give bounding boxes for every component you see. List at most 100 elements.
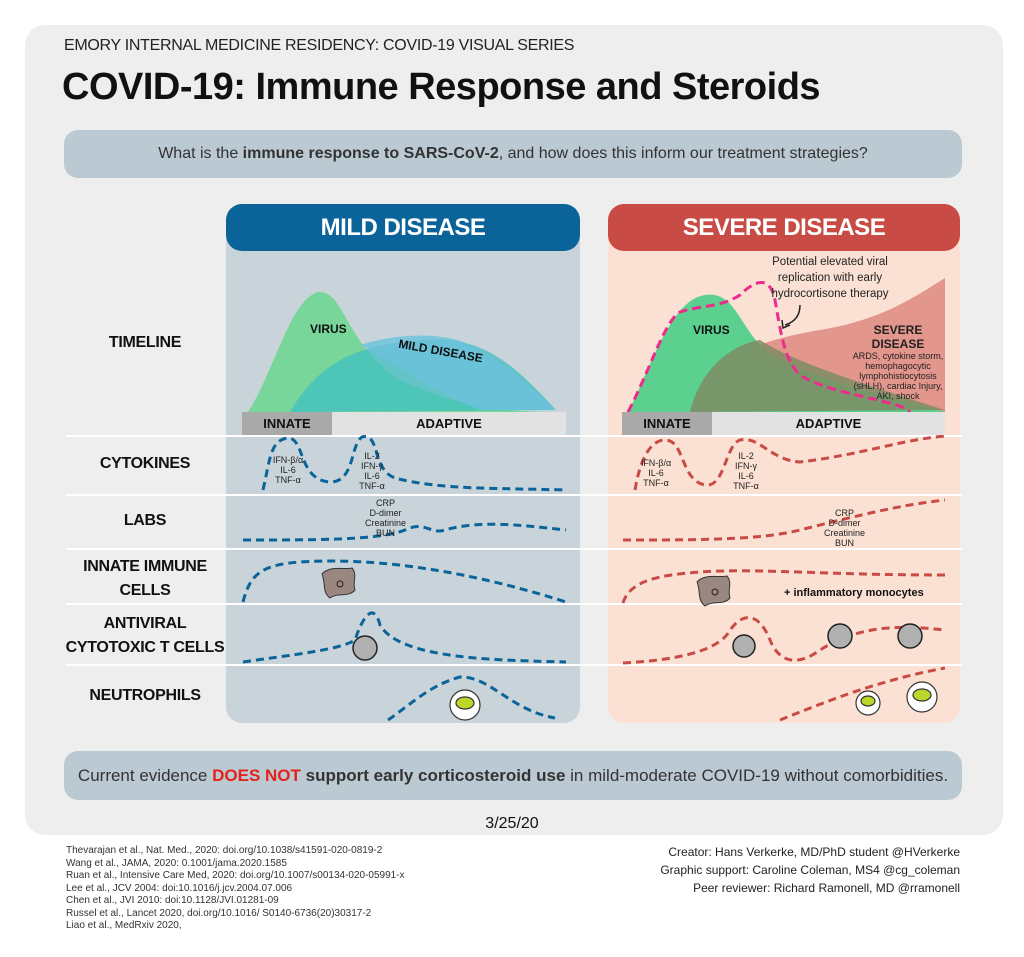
cytokine: IFN-β/α (272, 455, 304, 465)
mild-adaptive-phase: ADAPTIVE (332, 412, 566, 435)
severe-innate-phase: INNATE (622, 412, 712, 435)
credit: Creator: Hans Verkerke, MD/PhD student @… (668, 845, 960, 859)
mild-innate-curve (241, 559, 567, 604)
inflammatory-monocytes-label: + inflammatory monocytes (784, 587, 924, 599)
t-cell-icon (897, 623, 923, 649)
annotation-line: Potential elevated viral (772, 256, 888, 268)
cytokine: TNF-α (275, 475, 301, 485)
references: Thevarajan et al., Nat. Med., 2020: doi.… (66, 845, 405, 933)
severe-overlap (690, 340, 945, 412)
t-cell-icon (732, 634, 756, 658)
cytokine: IL-6 (738, 471, 754, 481)
mild-labs-curve (242, 522, 567, 542)
severe-disease-label-group: SEVERE DISEASE ARDS, cytokine storm,hemo… (848, 323, 948, 401)
row-label-antiviral-t-cells: ANTIVIRAL CYTOTOXIC T CELLS (60, 612, 230, 660)
reference: Chen et al., JVI 2010: doi:10.1128/JVI.0… (66, 895, 279, 906)
label-line: ANTIVIRAL (103, 615, 187, 632)
row-label-cytokines: CYTOKINES (99, 455, 191, 472)
mild-header: MILD DISEASE (226, 204, 580, 251)
page-title: COVID-19: Immune Response and Steroids (62, 66, 821, 108)
cytokine: TNF-α (733, 481, 759, 491)
t-cell-icon (352, 635, 378, 661)
row-label-labs: LABS (123, 512, 167, 529)
mild-disease-panel: MILD DISEASE (226, 204, 580, 723)
series-label: EMORY INTERNAL MEDICINE RESIDENCY: COVID… (64, 37, 575, 54)
hydrocortisone-viral-curve (626, 281, 912, 414)
severe-neutrophil-curve (779, 666, 946, 722)
row-label-neutrophils: NEUTROPHILS (89, 687, 201, 704)
cytokine: IL-6 (648, 468, 664, 478)
cytokine: TNF-α (359, 481, 385, 491)
label-line: CYTOTOXIC T CELLS (65, 639, 225, 656)
severe-adaptive-phase: ADAPTIVE (712, 412, 945, 435)
question-bold: immune response to SARS-CoV-2 (242, 145, 499, 162)
mild-virus-label: VIRUS (310, 322, 347, 336)
row-label-timeline: TIMELINE (108, 334, 182, 351)
row-divider (66, 664, 962, 666)
cytokine: IL-6 (364, 471, 380, 481)
lab: BUN (375, 528, 395, 538)
severe-tcell-curve (622, 616, 946, 665)
lab: CRP (834, 508, 854, 518)
cytokine: IL-6 (280, 465, 296, 475)
severe-innate-curve (621, 569, 946, 604)
severe-header: SEVERE DISEASE (608, 204, 960, 251)
cytokine: IFN-γ (735, 461, 757, 471)
cytokine: IL-2 (738, 451, 754, 461)
reference: Wang et al., JAMA, 2020: 0.1001/jama.202… (66, 857, 287, 869)
lab: Creatinine (823, 528, 866, 538)
row-divider (66, 435, 962, 437)
desc-line: lymphohistiocytosis (859, 371, 937, 381)
desc-line: ARDS, cytokine storm, (852, 351, 944, 361)
mild-disease-upper (360, 335, 556, 410)
row-divider (66, 603, 962, 605)
mild-cytokine-curve (261, 435, 567, 492)
label-line: CELLS (119, 582, 171, 599)
reference: Thevarajan et al., Nat. Med., 2020: doi.… (66, 845, 383, 856)
severe-virus-label: VIRUS (693, 323, 730, 337)
annotation-line: hydrocortisone therapy (771, 288, 889, 300)
evidence-text-end: in mild-moderate COVID-19 without comorb… (565, 765, 949, 785)
cytokine: IL-2 (364, 451, 380, 461)
cytokine: TNF-α (643, 478, 669, 488)
severe-cytokine-curve (633, 434, 946, 491)
evidence-bold: support early corticosteroid use (300, 765, 566, 785)
desc-line: AKI, shock (876, 391, 920, 401)
row-divider (66, 494, 962, 496)
reference: Lee et al., JCV 2004: doi:10.1016/j.jcv.… (66, 882, 293, 894)
question-text: What is the (158, 145, 243, 162)
credit: Peer reviewer: Richard Ramonell, MD @rra… (693, 881, 960, 895)
reference: Russel et al., Lancet 2020, doi.org/10.1… (66, 907, 372, 919)
reference: Ruan et al., Intensive Care Med, 2020: d… (66, 870, 405, 881)
hydrocortisone-annotation: Potential elevated viral replication with… (755, 254, 905, 302)
annotation-line: replication with early (777, 272, 883, 284)
arrow-head-icon (781, 319, 791, 330)
lab: D-dimer (369, 508, 402, 518)
evidence-text: Current evidence (77, 765, 213, 785)
mild-neutrophil-curve (387, 675, 556, 722)
credits: Creator: Hans Verkerke, MD/PhD student @… (660, 843, 960, 897)
evidence-red: DOES NOT (212, 765, 301, 785)
credit: Graphic support: Caroline Coleman, MS4 @… (660, 863, 960, 877)
reference: Liao et al., MedRxiv 2020, (66, 920, 182, 931)
cytokine: IFN-β/α (640, 458, 672, 468)
lab: CRP (375, 498, 395, 508)
mild-tcell-curve (242, 611, 567, 664)
mild-innate-phase: INNATE (242, 412, 332, 435)
evidence-banner: Current evidence DOES NOT support early … (64, 751, 962, 800)
cytokine: IFN-γ (361, 461, 383, 471)
date: 3/25/20 (485, 815, 539, 832)
severe-labs-curve (622, 498, 946, 542)
macrophage-icon (321, 567, 356, 599)
lab: BUN (834, 538, 854, 548)
lab: D-dimer (828, 518, 861, 528)
desc-line: (sHLH), cardiac Injury, (853, 381, 943, 391)
question-text-end: , and how does this inform our treatment… (498, 145, 868, 162)
